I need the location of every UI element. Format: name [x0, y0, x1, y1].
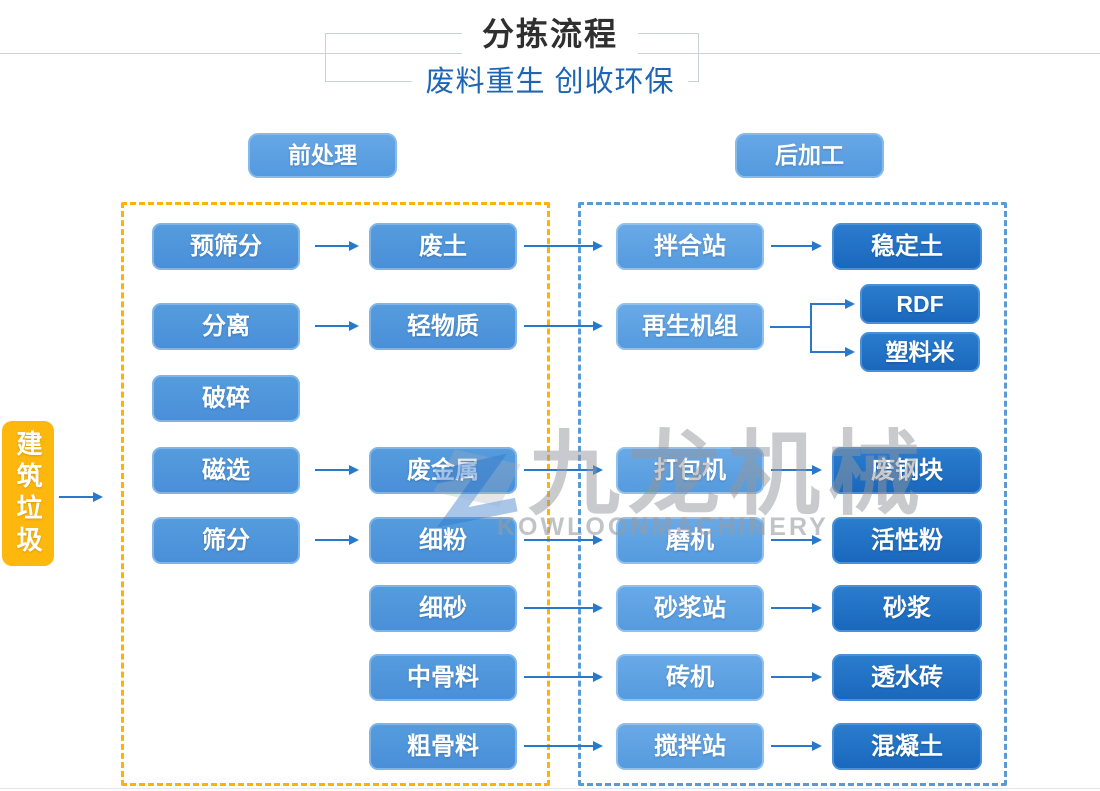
flow-arrow — [315, 535, 359, 545]
node-active-powder: 活性粉 — [832, 517, 982, 564]
flow-arrow — [524, 241, 603, 251]
flow-arrow — [771, 465, 822, 475]
node-mill: 磨机 — [616, 517, 764, 564]
flow-branch-stub — [770, 326, 810, 328]
node-plastic-pellets: 塑料米 — [860, 332, 980, 372]
node-light-material: 轻物质 — [369, 303, 517, 350]
page-subtitle: 废料重生 创收环保 — [411, 63, 689, 101]
node-crushing: 破碎 — [152, 375, 300, 422]
flow-arrow — [524, 672, 603, 682]
flow-arrow — [524, 465, 603, 475]
post-processing-region — [578, 202, 1007, 786]
node-concrete-mixing-station: 搅拌站 — [616, 723, 764, 770]
flow-arrow — [771, 241, 822, 251]
node-baler: 打包机 — [616, 447, 764, 494]
stage-label-post-processing: 后加工 — [735, 133, 884, 178]
pre-processing-region — [121, 202, 550, 786]
flow-arrow — [771, 603, 822, 613]
node-fine-powder: 细粉 — [369, 517, 517, 564]
flow-arrow — [315, 241, 359, 251]
flow-branch-vertical — [810, 303, 812, 353]
flow-arrow — [524, 603, 603, 613]
flow-arrow — [810, 299, 855, 309]
node-waste-soil: 废土 — [369, 223, 517, 270]
node-screening: 筛分 — [152, 517, 300, 564]
node-scrap-steel-block: 废钢块 — [832, 447, 982, 494]
node-coarse-aggregate: 粗骨料 — [369, 723, 517, 770]
flow-arrow — [524, 321, 603, 331]
node-mortar-station: 砂浆站 — [616, 585, 764, 632]
node-mixing-plant: 拌合站 — [616, 223, 764, 270]
node-medium-aggregate: 中骨料 — [369, 654, 517, 701]
node-stabilized-soil: 稳定土 — [832, 223, 982, 270]
node-permeable-brick: 透水砖 — [832, 654, 982, 701]
node-scrap-metal: 废金属 — [369, 447, 517, 494]
node-rdf: RDF — [860, 284, 980, 324]
node-construction-waste: 建筑垃圾 — [2, 421, 54, 566]
flow-arrow-source — [59, 492, 103, 502]
node-magnetic-separation: 磁选 — [152, 447, 300, 494]
flow-arrow — [771, 535, 822, 545]
node-mortar: 砂浆 — [832, 585, 982, 632]
stage-label-pre-processing: 前处理 — [248, 133, 397, 178]
node-pre-screening: 预筛分 — [152, 223, 300, 270]
node-fine-sand: 细砂 — [369, 585, 517, 632]
flow-arrow — [315, 321, 359, 331]
node-separation: 分离 — [152, 303, 300, 350]
flow-arrow — [315, 465, 359, 475]
flow-arrow — [771, 672, 822, 682]
node-regeneration-unit: 再生机组 — [616, 303, 764, 350]
flow-arrow — [810, 347, 855, 357]
page-title: 分拣流程 — [461, 14, 639, 54]
flow-arrow — [524, 741, 603, 751]
flow-arrow — [771, 741, 822, 751]
footer-divider-line — [0, 788, 1100, 789]
node-concrete: 混凝土 — [832, 723, 982, 770]
node-brick-machine: 砖机 — [616, 654, 764, 701]
flow-arrow — [524, 535, 603, 545]
